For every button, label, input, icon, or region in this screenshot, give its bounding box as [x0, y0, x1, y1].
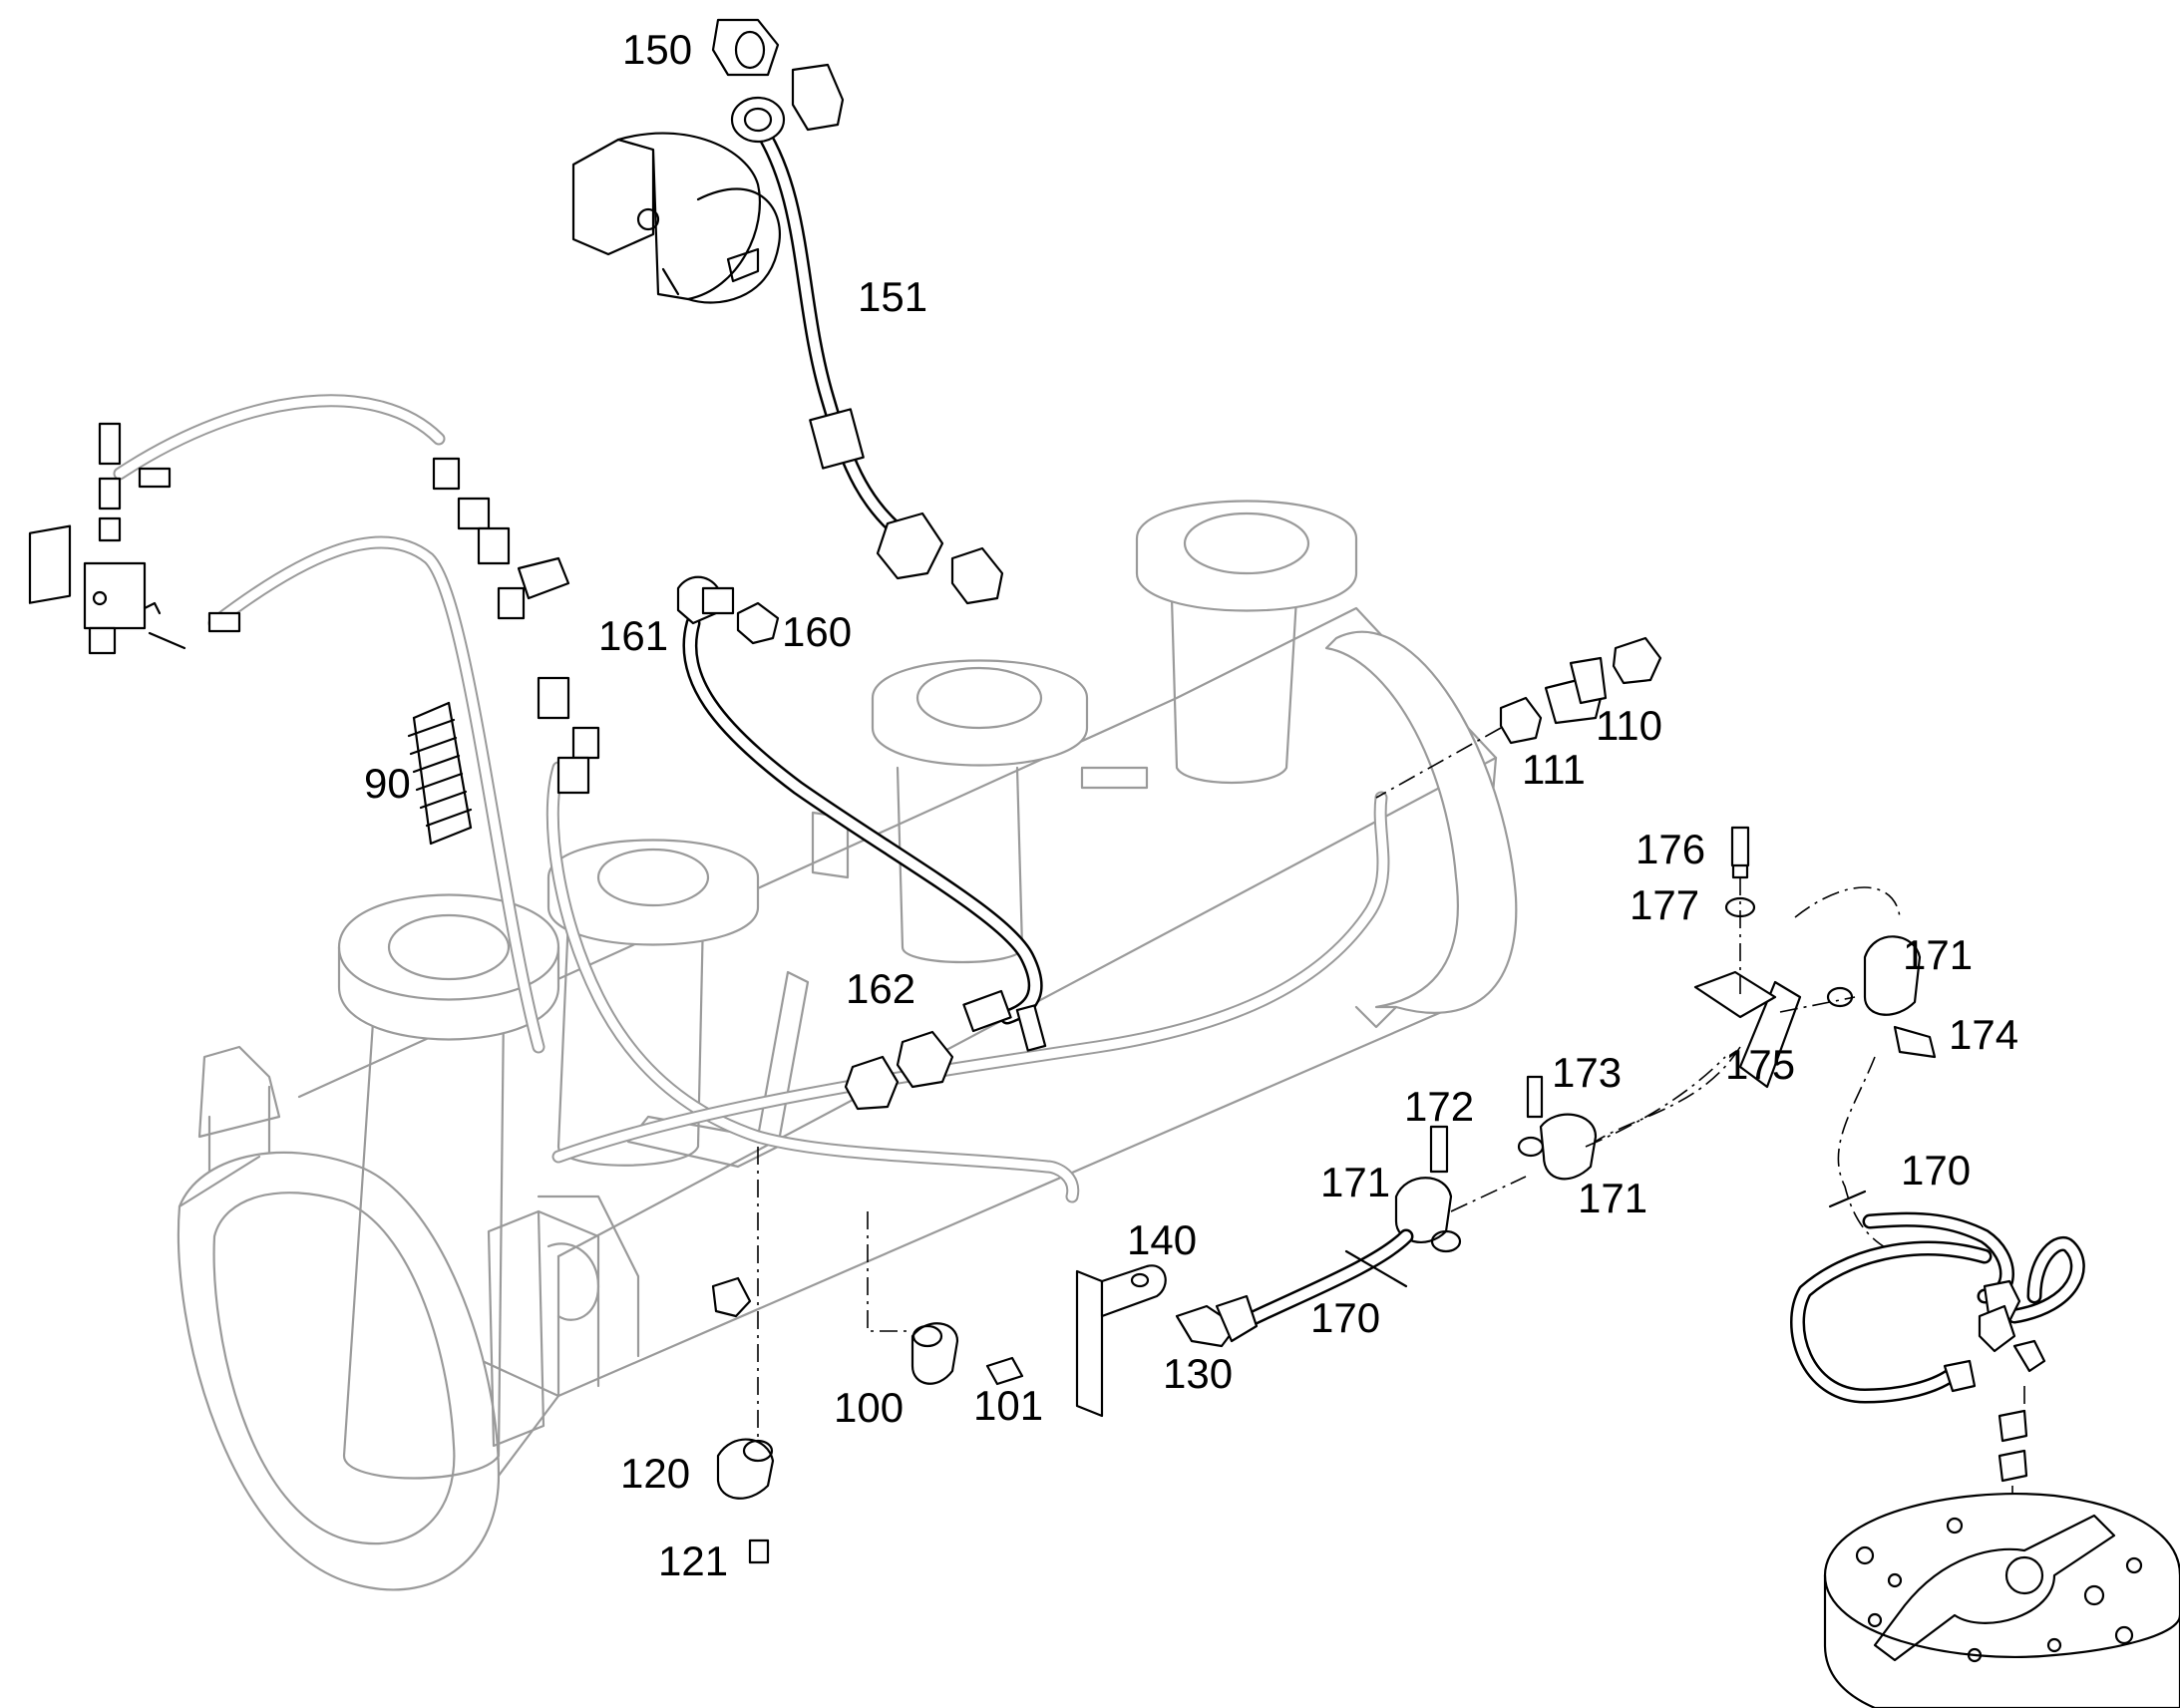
hose-151 [730, 96, 1004, 605]
clamp-172-171 [1394, 1056, 1726, 1253]
turntable-base [1823, 1493, 2180, 1708]
frame-hoses [113, 394, 1390, 1203]
flange-piece-150 [791, 63, 845, 132]
label-176: 176 [1635, 826, 1705, 872]
clip-160 [736, 601, 780, 645]
clamp-100 [867, 1211, 1024, 1386]
small-plug [711, 1276, 752, 1318]
label-172: 172 [1404, 1083, 1474, 1130]
upper-left-valve-assembly [28, 422, 241, 655]
hose-161 [676, 575, 1043, 1033]
left-ring-flange [177, 1151, 560, 1591]
label-175: 175 [1725, 1041, 1795, 1088]
label-120: 120 [620, 1450, 690, 1497]
clamp-173-171 [1517, 1075, 1598, 1181]
upper-hose-fittings [432, 457, 600, 795]
right-ring-flange [1324, 630, 1518, 1029]
label-100: 100 [834, 1384, 904, 1431]
label-160: 160 [782, 608, 852, 655]
label-140: 140 [1127, 1216, 1197, 1263]
spiral-guard-90 [407, 701, 473, 846]
label-110: 110 [1596, 702, 1662, 749]
clamp-120 [716, 1147, 775, 1564]
left-tube-flange [337, 893, 560, 1480]
label-170-lower: 170 [1310, 1294, 1380, 1341]
label-101: 101 [973, 1382, 1043, 1429]
label-130: 130 [1163, 1350, 1233, 1397]
hose-170-right [1790, 1190, 2085, 1575]
label-171-left: 171 [1320, 1159, 1390, 1205]
label-171-middle: 171 [1578, 1175, 1647, 1221]
fitting-150 [711, 18, 780, 77]
middle-tube-flange [546, 839, 760, 1167]
fittings-110-111 [1375, 636, 1662, 799]
label-90: 90 [364, 760, 411, 807]
label-150: 150 [622, 26, 692, 73]
label-173: 173 [1552, 1049, 1622, 1096]
frame-body [177, 500, 1518, 1591]
label-161: 161 [598, 612, 668, 659]
right-tube-flange [1135, 500, 1358, 785]
right-bracket-assembly [1575, 826, 1937, 1257]
bracket-140 [1075, 1264, 1167, 1418]
hose-170-lower [1175, 1228, 1414, 1348]
label-177: 177 [1630, 881, 1699, 928]
part-labels: 150 151 161 160 90 110 111 176 177 171 1… [364, 26, 2018, 1584]
label-162: 162 [846, 965, 915, 1012]
pump-motor [571, 132, 781, 304]
label-170-right: 170 [1901, 1147, 1971, 1194]
label-171-upper: 171 [1903, 931, 1973, 978]
right-middle-tube-flange [871, 659, 1089, 964]
label-121: 121 [658, 1537, 728, 1584]
label-111: 111 [1522, 746, 1586, 793]
label-151: 151 [858, 273, 927, 320]
label-174: 174 [1949, 1011, 2018, 1058]
fitting-162 [844, 1004, 1047, 1111]
